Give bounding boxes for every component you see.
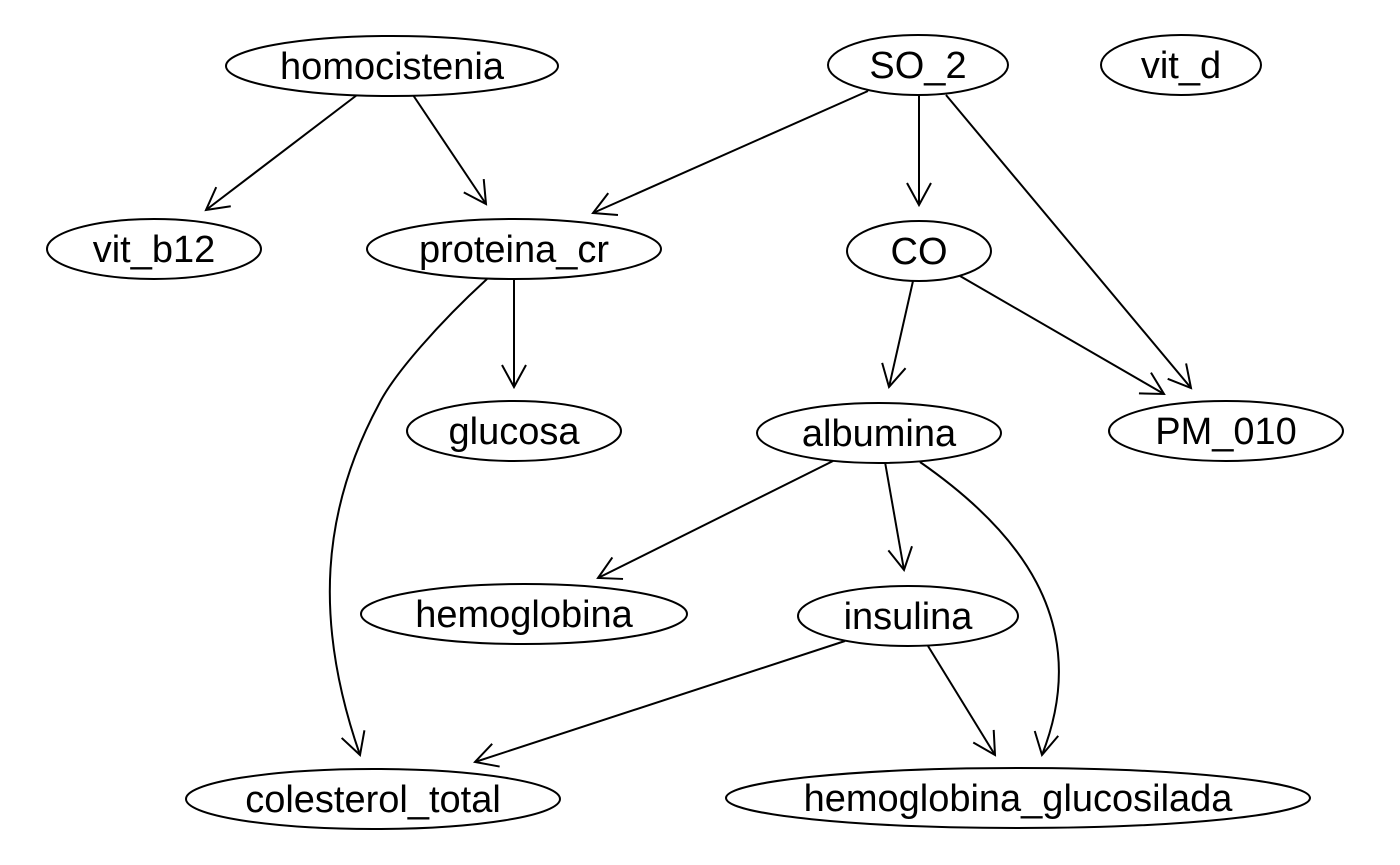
node-glucosa: glucosa [406, 400, 622, 462]
arrowhead [596, 556, 624, 580]
node-label: hemoglobina_glucosilada [804, 778, 1234, 820]
arrowhead [473, 743, 500, 768]
edge-line [597, 460, 834, 579]
arrowhead [204, 186, 231, 212]
arrowhead [501, 364, 527, 390]
node-label: albumina [802, 413, 957, 455]
edge-line [884, 461, 905, 571]
edge-line [945, 94, 1192, 389]
node-hemoglobina_glucosilada: hemoglobina_glucosilada [725, 767, 1311, 829]
node-colesterol_total: colesterol_total [185, 768, 561, 830]
node-ellipse [406, 400, 622, 462]
node-label: vit_d [1141, 45, 1221, 87]
edge-homocistenia-to-proteina_cr [412, 94, 488, 206]
arrowhead [1138, 372, 1166, 396]
node-label: CO [891, 231, 948, 273]
node-label: proteina_cr [419, 229, 609, 271]
edge-insulina-to-hemoglobina_glucosilada [927, 645, 997, 757]
edge-line [888, 280, 914, 388]
node-ellipse [756, 402, 1002, 464]
node-CO: CO [846, 220, 992, 282]
edge-proteina_cr-to-colesterol_total [328, 278, 488, 757]
node-label: homocistenia [280, 46, 505, 88]
node-ellipse [46, 218, 262, 280]
node-proteina_cr: proteina_cr [366, 218, 662, 280]
arrowhead [881, 362, 907, 390]
node-homocistenia: homocistenia [225, 35, 559, 97]
node-ellipse [360, 583, 688, 645]
node-ellipse [1108, 400, 1344, 462]
node-ellipse [366, 218, 662, 280]
edge-line [328, 278, 488, 756]
edge-insulina-to-colesterol_total [473, 640, 846, 768]
node-insulina: insulina [797, 585, 1019, 647]
arrowhead [1167, 363, 1193, 390]
node-ellipse [827, 34, 1009, 96]
edge-line [927, 645, 996, 756]
node-ellipse [1100, 34, 1262, 96]
node-label: colesterol_total [245, 779, 501, 821]
arrowhead [340, 730, 366, 757]
node-ellipse [797, 585, 1019, 647]
arrowhead [972, 729, 997, 757]
edge-line [959, 275, 1165, 395]
arrowhead [1033, 730, 1059, 758]
arrowhead [887, 545, 913, 573]
node-PM_010: PM_010 [1108, 400, 1344, 462]
node-ellipse [225, 35, 559, 97]
node-ellipse [185, 768, 561, 830]
node-SO_2: SO_2 [827, 34, 1009, 96]
node-hemoglobina: hemoglobina [360, 583, 688, 645]
node-label: glucosa [449, 411, 581, 453]
edge-albumina-to-hemoglobina_glucosilada [919, 461, 1060, 758]
node-label: vit_b12 [93, 229, 216, 271]
node-label: SO_2 [869, 45, 966, 87]
node-ellipse [725, 767, 1311, 829]
edge-SO_2-to-PM_010 [945, 94, 1193, 390]
edge-line [919, 461, 1060, 756]
node-albumina: albumina [756, 402, 1002, 464]
edge-albumina-to-insulina [884, 461, 913, 573]
node-ellipse [846, 220, 992, 282]
arrowhead [463, 178, 488, 206]
edge-line [412, 94, 487, 205]
edge-SO_2-to-proteina_cr [591, 90, 869, 217]
edge-albumina-to-hemoglobina [596, 460, 834, 580]
edge-SO_2-to-CO [906, 95, 932, 208]
node-vit_b12: vit_b12 [46, 218, 262, 280]
edge-proteina_cr-to-glucosa [501, 279, 527, 390]
node-vit_d: vit_d [1100, 34, 1262, 96]
edge-line [474, 640, 846, 763]
arrowhead [591, 192, 619, 217]
edge-homocistenia-to-vit_b12 [204, 94, 358, 212]
nodes-layer: homocistenia SO_2 vit_d vit_b12 proteina_cr C… [46, 34, 1344, 830]
arrowhead [906, 182, 932, 208]
node-label: PM_010 [1155, 411, 1297, 453]
edge-CO-to-albumina [881, 280, 914, 390]
node-label: insulina [844, 596, 974, 638]
edge-CO-to-PM_010 [959, 275, 1166, 396]
edge-line [205, 94, 358, 211]
edge-line [592, 90, 869, 214]
node-label: hemoglobina [415, 594, 633, 636]
edges-layer [204, 90, 1193, 768]
